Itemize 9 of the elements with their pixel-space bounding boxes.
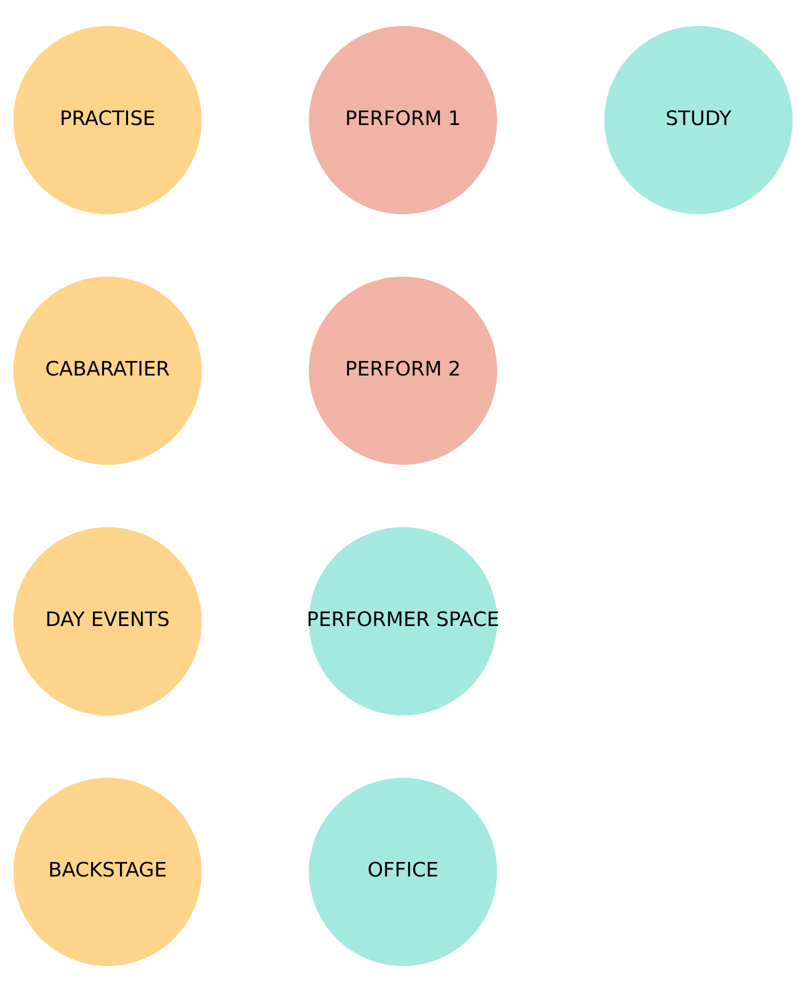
node-circle: STUDY — [604, 25, 793, 214]
node-circle: PERFORM 1 — [308, 25, 498, 214]
node-circle: CABARATIER — [13, 276, 202, 464]
node-circle: PRACTISE — [13, 25, 202, 214]
node-circle: PERFORMER SPACE — [308, 526, 498, 715]
node-circle: OFFICE — [308, 777, 498, 966]
node-circle: DAY EVENTS — [13, 526, 202, 715]
node-circle: BACKSTAGE — [13, 777, 202, 966]
node-circle: PERFORM 2 — [308, 276, 498, 464]
